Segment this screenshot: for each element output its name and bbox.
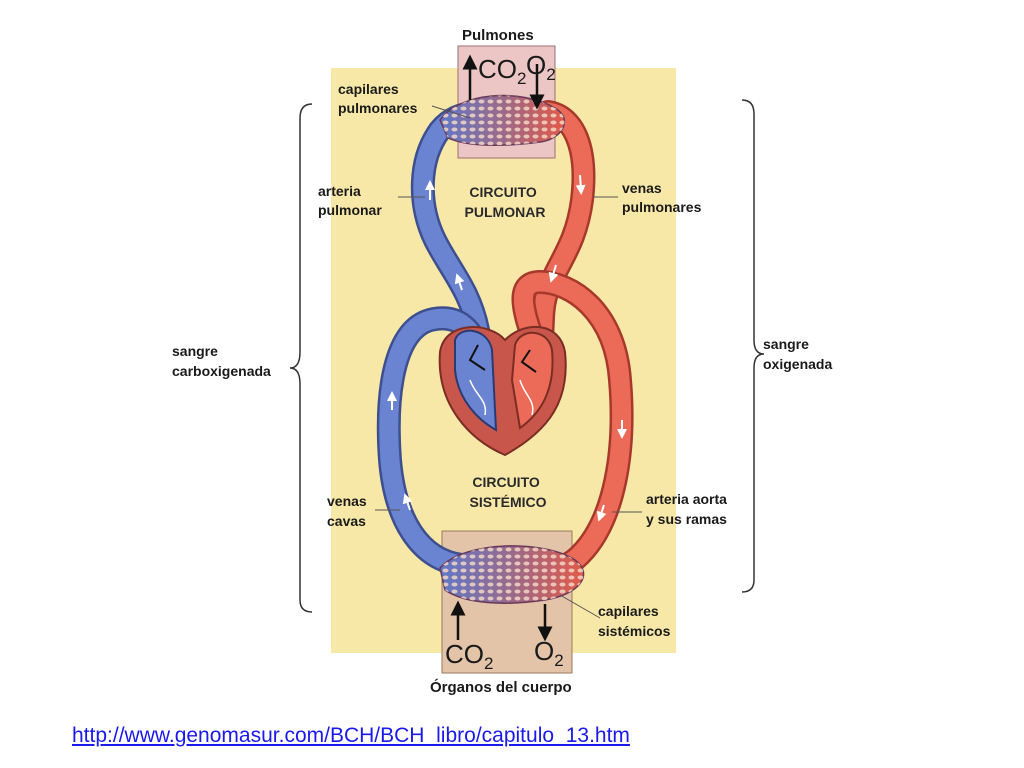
systemic-circuit-label: CIRCUITO SISTÉMICO bbox=[469, 474, 546, 510]
pulmonary-artery-label: arteria pulmonar bbox=[318, 183, 382, 218]
source-link[interactable]: http://www.genomasur.com/BCH/BCH_libro/c… bbox=[72, 724, 630, 747]
left-brace bbox=[289, 103, 313, 613]
pulmonary-circuit-label: CIRCUITO PULMONAR bbox=[465, 184, 546, 220]
organs-o2-label: O2 bbox=[534, 636, 564, 670]
lungs-co2-label: CO2 bbox=[478, 54, 526, 88]
lungs-o2-label: O2 bbox=[526, 50, 556, 84]
leader-lines bbox=[375, 105, 642, 619]
systemic-capillaries bbox=[439, 545, 585, 604]
lungs-title: Pulmones bbox=[462, 27, 534, 44]
venae-cavae-label: venas cavas bbox=[327, 493, 371, 529]
right-brace bbox=[741, 99, 765, 593]
pulmonary-veins-label: venas pulmonares bbox=[622, 180, 702, 215]
aorta-label: arteria aorta y sus ramas bbox=[646, 491, 731, 527]
deoxygenated-blood-label: sangre carboxigenada bbox=[172, 343, 271, 379]
organs-co2-label: CO2 bbox=[445, 639, 493, 673]
flow-arrows bbox=[387, 174, 627, 522]
heart bbox=[438, 325, 567, 457]
pulmonary-capillaries-label: capilares pulmonares bbox=[338, 81, 418, 116]
systemic-capillaries-label: capilares sistémicos bbox=[598, 603, 671, 639]
organs-title: Órganos del cuerpo bbox=[430, 678, 572, 696]
oxygenated-blood-label: sangre oxigenada bbox=[763, 336, 832, 372]
